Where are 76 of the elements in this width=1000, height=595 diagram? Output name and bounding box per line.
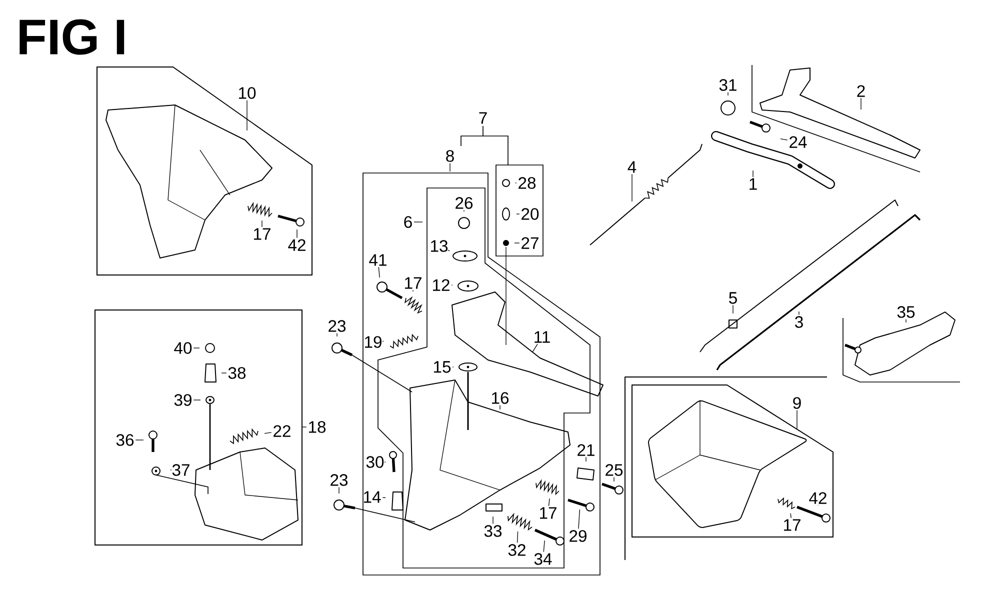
leader-line (732, 304, 734, 314)
leader-line (246, 100, 248, 131)
callout-number: 41 (369, 254, 386, 266)
leader-line (798, 311, 800, 316)
callout-number: 27 (522, 237, 538, 249)
callout-number: 29 (570, 530, 586, 542)
callout-number: 26 (456, 197, 473, 209)
callout-number: 42 (288, 239, 306, 251)
leader-line (516, 531, 518, 544)
callout-number: 1 (750, 178, 757, 190)
callout-number: 7 (479, 112, 487, 124)
callout-number: 18 (309, 421, 326, 433)
callout-number: 20 (522, 208, 539, 220)
callout-number: 28 (518, 177, 536, 189)
callout-number: 34 (534, 553, 552, 565)
callout-number: 15 (434, 361, 451, 373)
callout-number: 32 (508, 544, 526, 556)
callout-number: 11 (534, 331, 550, 343)
leader-line (264, 432, 272, 434)
callout-number: 42 (809, 492, 826, 504)
leader-line (382, 497, 386, 498)
callout-number: 14 (364, 491, 381, 503)
leader-line (336, 332, 338, 337)
panel-frame (632, 384, 834, 538)
leader-line (543, 540, 545, 552)
leader-line (796, 410, 798, 429)
callout-number: 4 (628, 161, 636, 173)
callout-number: 31 (719, 79, 736, 91)
callout-number: 12 (433, 279, 450, 291)
callout-number: 30 (366, 456, 384, 468)
callout-number: 13 (431, 240, 448, 252)
callout-number: 17 (784, 519, 800, 531)
callout-number: 2 (857, 85, 865, 97)
callout-number: 39 (174, 394, 192, 406)
leader-line (302, 426, 307, 428)
callout-number: 17 (405, 277, 422, 289)
callout-number: 17 (540, 507, 556, 519)
callout-number: 3 (795, 316, 803, 328)
leader-line (382, 340, 384, 342)
callout-number: 36 (116, 434, 134, 446)
leader-line (514, 242, 520, 244)
callout-number: 21 (578, 444, 594, 456)
leader-line (548, 498, 550, 506)
panel-frame (96, 66, 312, 276)
panel-frame (94, 310, 302, 546)
callout-number: 33 (484, 525, 502, 537)
callout-number: 23 (328, 320, 346, 332)
figure-title: FIG I (20, 19, 124, 55)
leader-line (492, 516, 494, 524)
leader-line (296, 229, 298, 238)
callout-number: 8 (446, 150, 454, 162)
callout-number: 17 (254, 228, 270, 240)
leader-line (860, 98, 862, 110)
callout-number: 35 (897, 306, 915, 318)
leader-line (578, 509, 580, 530)
callout-number: 23 (330, 474, 348, 486)
callout-number: 22 (274, 425, 290, 437)
leader-line (532, 344, 538, 353)
callout-number: 10 (239, 87, 256, 99)
leader-line (752, 170, 754, 178)
callout-number: 16 (492, 392, 509, 404)
leader-line (221, 372, 227, 374)
callout-number: 19 (365, 336, 382, 348)
leader-line (338, 486, 340, 494)
callout-number: 25 (606, 464, 623, 476)
leader-line (780, 138, 788, 140)
callout-number: 24 (790, 136, 807, 148)
callout-number: 6 (404, 216, 412, 228)
callout-number: 5 (729, 292, 737, 304)
callout-number: 38 (228, 367, 246, 379)
callout-number: 40 (174, 342, 192, 354)
leader-line (448, 250, 450, 252)
callout-number: 37 (172, 464, 190, 476)
leader-line (378, 266, 380, 278)
callout-number: 9 (793, 397, 801, 409)
leader-line (790, 513, 792, 518)
